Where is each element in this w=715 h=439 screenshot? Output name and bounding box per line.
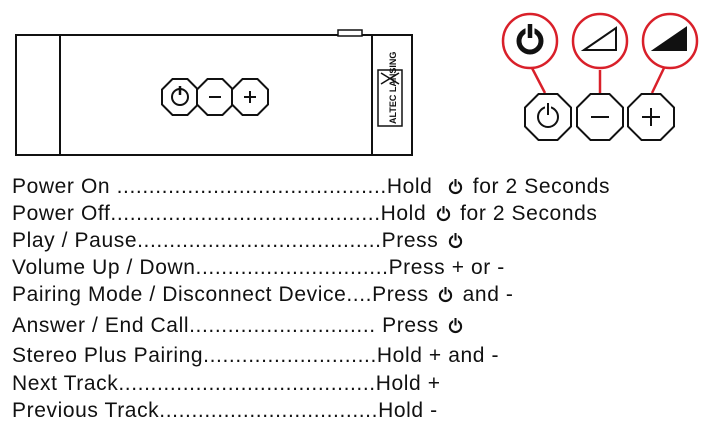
instruction-row: Power On ...............................… bbox=[12, 174, 610, 201]
instruction-label: Pairing Mode / Disconnect Device bbox=[12, 283, 347, 306]
instruction-label: Power Off bbox=[12, 202, 111, 225]
callout-power-button bbox=[524, 93, 572, 141]
instruction-action: Hold - bbox=[378, 399, 438, 422]
instruction-label: Power On bbox=[12, 175, 117, 198]
instruction-row: Pairing Mode / Disconnect Device....Pres… bbox=[12, 282, 514, 309]
instruction-row: Power Off...............................… bbox=[12, 201, 598, 228]
speaker-diagram: ALTEC LANSING bbox=[15, 29, 413, 156]
instruction-row: Next Track..............................… bbox=[12, 371, 441, 398]
instruction-leader-dots: ........................................… bbox=[116, 175, 387, 198]
instruction-leader-dots: ...................................... bbox=[137, 229, 382, 252]
instruction-action-suffix: and - bbox=[456, 283, 514, 306]
volume-low-icon bbox=[571, 12, 629, 70]
instruction-label: Answer / End Call bbox=[12, 314, 190, 337]
power-icon bbox=[448, 233, 462, 249]
callout-line-power bbox=[530, 67, 547, 94]
instruction-action: Press bbox=[382, 314, 446, 337]
instruction-row: Answer / End Call.......................… bbox=[12, 313, 466, 340]
instruction-action-suffix: for 2 Seconds bbox=[466, 175, 611, 198]
speaker-power-button bbox=[161, 78, 199, 116]
instruction-action-suffix: for 2 Seconds bbox=[453, 202, 598, 225]
power-icon bbox=[436, 206, 450, 222]
instruction-row: Previous Track..........................… bbox=[12, 398, 438, 425]
instruction-action: Press bbox=[381, 229, 445, 252]
callout-line-volume-up bbox=[650, 67, 666, 94]
power-icon bbox=[449, 179, 463, 195]
instruction-action: Hold bbox=[386, 175, 446, 198]
volume-high-icon bbox=[641, 12, 699, 70]
instruction-action: Hold + bbox=[375, 372, 441, 395]
instruction-label: Stereo Plus Pairing bbox=[12, 344, 204, 367]
instruction-action: Hold bbox=[380, 202, 433, 225]
instruction-leader-dots: ........................... bbox=[203, 344, 377, 367]
power-icon bbox=[439, 287, 453, 303]
power-icon bbox=[501, 12, 559, 70]
instruction-row: Volume Up / Down........................… bbox=[12, 255, 505, 282]
speaker-volume-up-button bbox=[231, 78, 269, 116]
power-icon bbox=[449, 318, 463, 334]
svg-text:ALTEC LANSING: ALTEC LANSING bbox=[388, 52, 398, 124]
instruction-action: Hold + and - bbox=[376, 344, 500, 367]
instruction-label: Previous Track bbox=[12, 399, 160, 422]
instruction-leader-dots: ........................................ bbox=[118, 372, 376, 395]
instruction-leader-dots: .................................. bbox=[159, 399, 379, 422]
altec-lansing-logo: ALTEC LANSING bbox=[377, 52, 403, 127]
instruction-leader-dots: .............................. bbox=[195, 256, 389, 279]
instruction-action: Press + or - bbox=[388, 256, 505, 279]
instruction-leader-dots: ............................. bbox=[189, 314, 383, 337]
instruction-label: Play / Pause bbox=[12, 229, 138, 252]
instruction-label: Volume Up / Down bbox=[12, 256, 196, 279]
speaker-top-button bbox=[337, 29, 363, 37]
button-callout-diagram bbox=[501, 12, 699, 141]
instruction-action: Press bbox=[372, 283, 436, 306]
instruction-row: Play / Pause............................… bbox=[12, 228, 466, 255]
instruction-leader-dots: .... bbox=[346, 283, 373, 306]
instruction-label: Next Track bbox=[12, 372, 119, 395]
callout-volume-down-button bbox=[576, 93, 624, 141]
instruction-leader-dots: ........................................… bbox=[110, 202, 381, 225]
speaker-volume-down-button bbox=[196, 78, 234, 116]
instruction-row: Stereo Plus Pairing.....................… bbox=[12, 343, 499, 370]
callout-volume-up-button bbox=[627, 93, 675, 141]
